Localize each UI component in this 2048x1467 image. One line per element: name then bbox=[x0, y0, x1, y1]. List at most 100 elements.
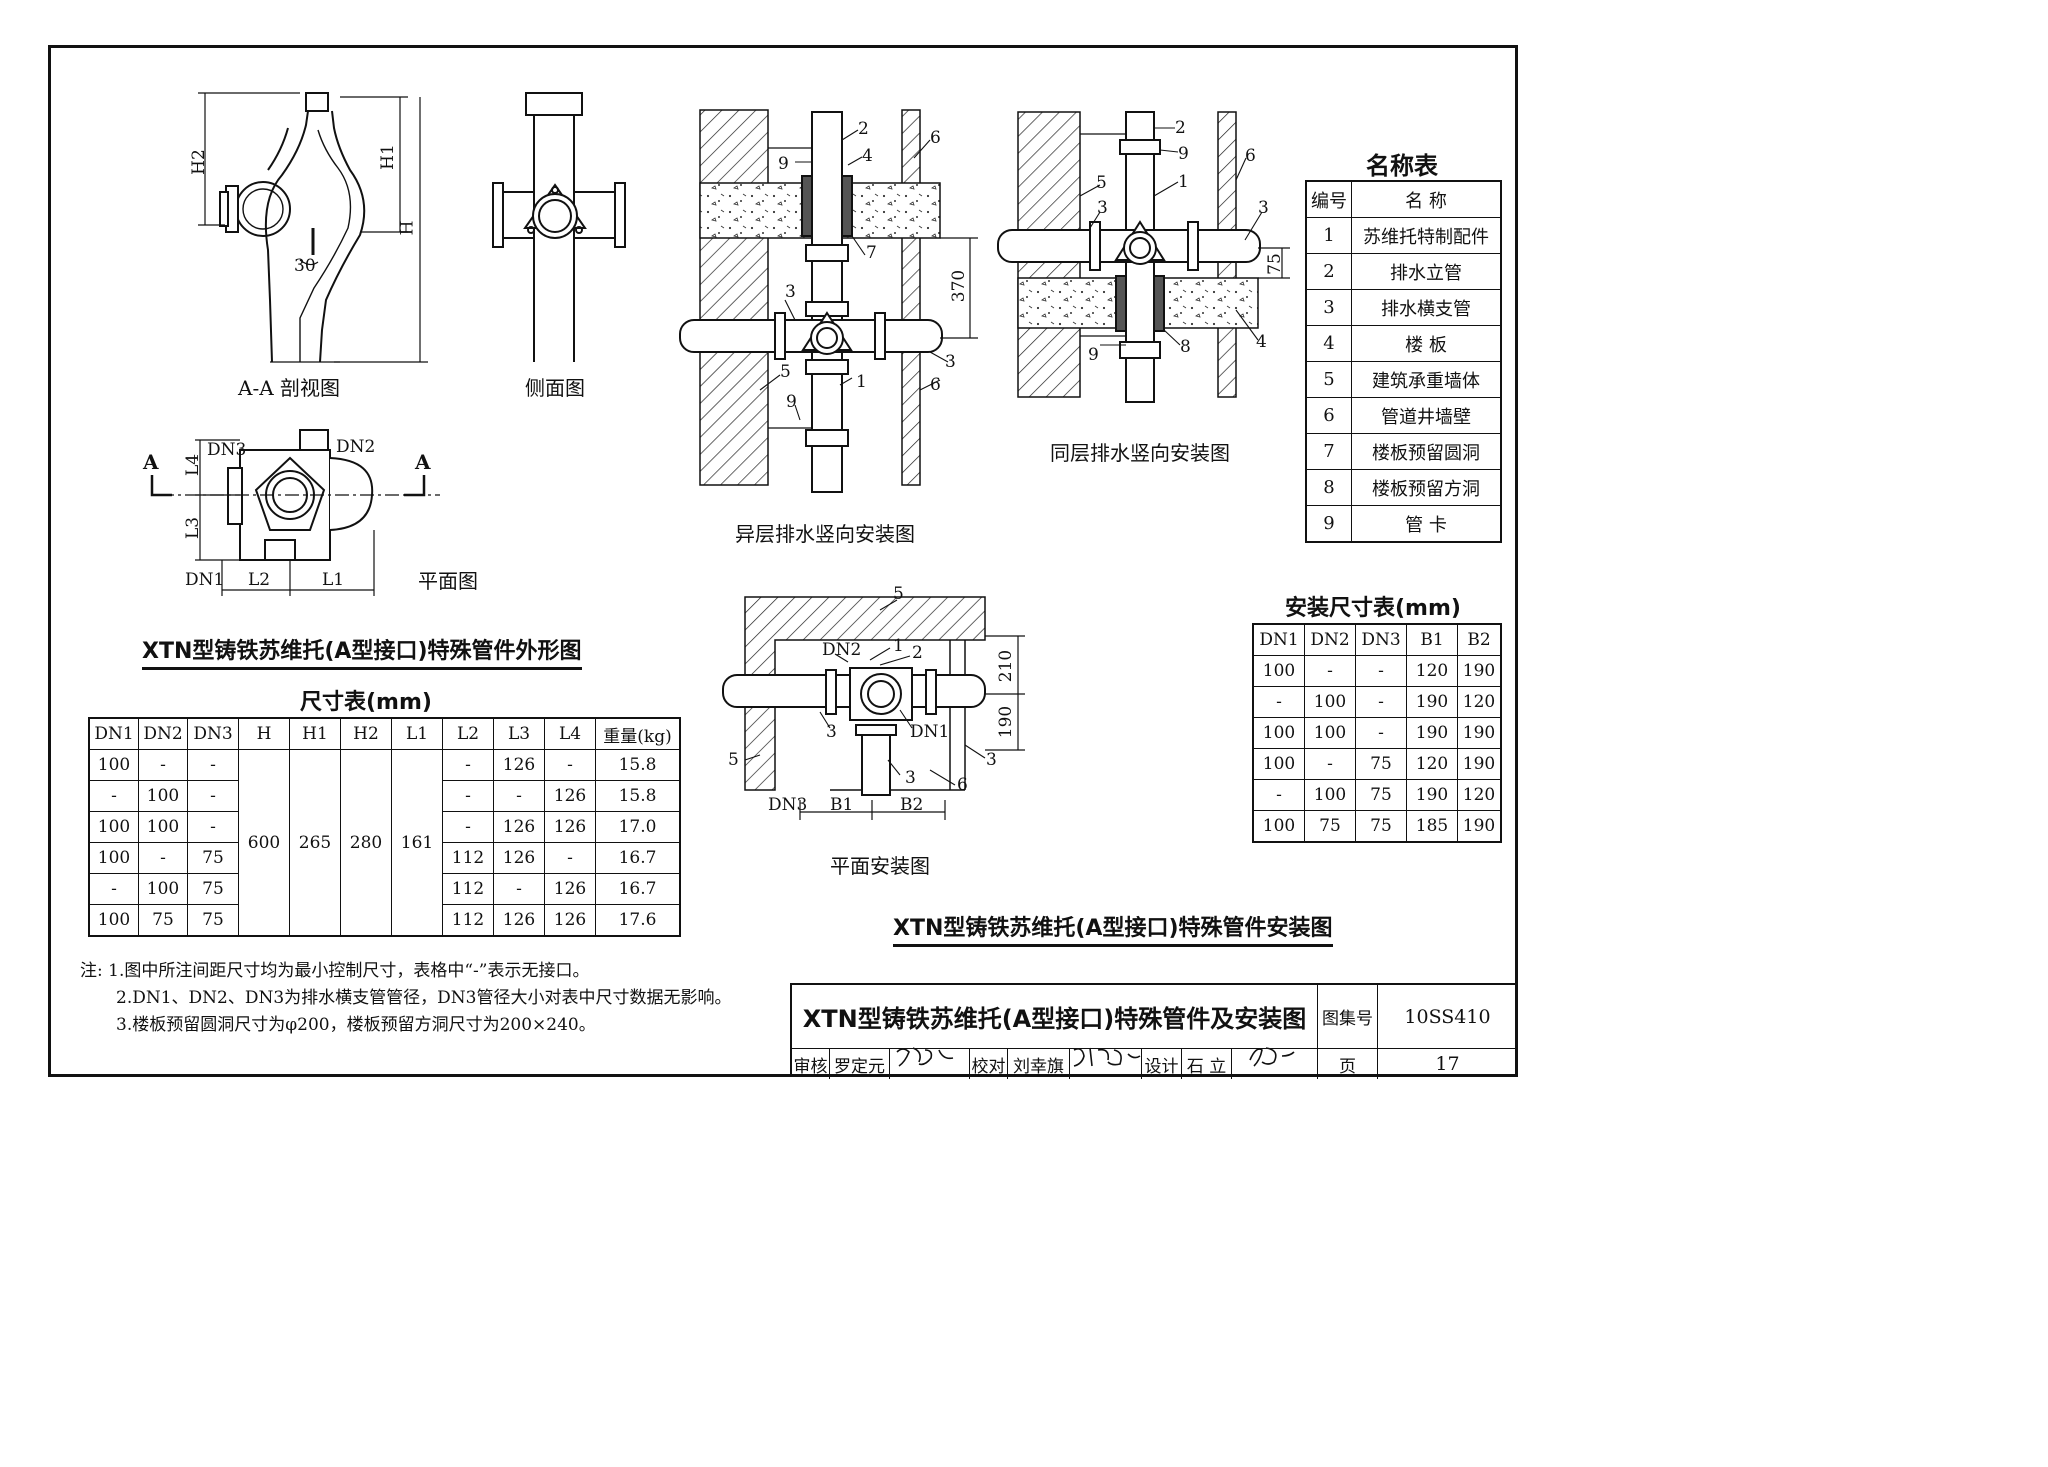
dim-H2: H2 bbox=[188, 149, 209, 175]
install-drawing-title: XTN型铸铁苏维托(A型接口)特殊管件安装图 bbox=[893, 910, 1333, 947]
cell: 190 bbox=[1406, 686, 1458, 718]
cell: 100 bbox=[138, 780, 188, 812]
dim-H: H bbox=[397, 220, 418, 236]
cell: 100 bbox=[1304, 779, 1356, 811]
signature-checker bbox=[1073, 1047, 1141, 1067]
cell: 管道井墙壁 bbox=[1351, 397, 1502, 434]
cell: - bbox=[544, 842, 596, 874]
title-block: XTN型铸铁苏维托(A型接口)特殊管件及安装图 图集号 10SS410 审核 罗… bbox=[790, 983, 1518, 1079]
cell: - bbox=[1355, 717, 1407, 749]
checker-name: 刘幸旗 bbox=[1008, 1049, 1070, 1079]
cell: - bbox=[1252, 779, 1305, 811]
cell: 6 bbox=[1305, 397, 1352, 434]
callout-5: 5 bbox=[780, 362, 791, 382]
cell: 75 bbox=[187, 873, 239, 905]
checker-signature-cell bbox=[1070, 1049, 1142, 1079]
cell: 190 bbox=[1457, 748, 1502, 780]
dim-DN2-plan: DN2 bbox=[336, 437, 376, 457]
cell-H: 600 bbox=[238, 749, 290, 937]
cell: 120 bbox=[1457, 779, 1502, 811]
callout-6: 6 bbox=[1245, 146, 1256, 166]
cell-L1: 161 bbox=[391, 749, 443, 937]
note-item: 3.楼板预留圆洞尺寸为φ200，楼板预留方洞尺寸为200×240。 bbox=[116, 1015, 596, 1035]
cell: 190 bbox=[1406, 779, 1458, 811]
cell: 100 bbox=[1304, 686, 1356, 718]
col-header: H bbox=[238, 717, 290, 750]
size-table-header: DN1 DN2 DN3 H H1 H2 L1 L2 L3 L4 重量(kg) bbox=[88, 717, 681, 750]
cell: 4 bbox=[1305, 325, 1352, 362]
callout-5: 5 bbox=[893, 584, 904, 604]
col-header: H2 bbox=[340, 717, 392, 750]
table-row: 100 - 75 112 126 - 16.7 bbox=[88, 842, 681, 874]
callout-9: 9 bbox=[1178, 144, 1189, 164]
signature-reviewer bbox=[896, 1047, 954, 1067]
cell: - bbox=[1304, 748, 1356, 780]
cell: 126 bbox=[493, 904, 545, 937]
page-label: 页 bbox=[1318, 1049, 1378, 1079]
cell: 126 bbox=[493, 749, 545, 781]
cell: 17.0 bbox=[595, 811, 681, 843]
side-view bbox=[492, 92, 626, 362]
table-row: 100 75 75 112 126 126 17.6 bbox=[88, 904, 681, 937]
cell-H1: 265 bbox=[289, 749, 341, 937]
cell: 120 bbox=[1406, 655, 1458, 687]
callout-7: 7 bbox=[866, 243, 877, 263]
cell: 190 bbox=[1457, 717, 1502, 749]
cell: 排水立管 bbox=[1351, 253, 1502, 290]
cell: 75 bbox=[187, 842, 239, 874]
same-floor-caption: 同层排水竖向安装图 bbox=[1050, 441, 1230, 465]
cell: 126 bbox=[544, 904, 596, 937]
cell: 100 bbox=[88, 842, 139, 874]
cell: 75 bbox=[1355, 810, 1407, 843]
plan-install-view bbox=[722, 596, 1025, 820]
drawing-frame bbox=[48, 45, 1518, 1077]
callout-6: 6 bbox=[930, 128, 941, 148]
table-row: 100 - - 600 265 280 161 - 126 - 15.8 bbox=[88, 749, 681, 937]
cell: - bbox=[1304, 655, 1356, 687]
reviewer-signature-cell bbox=[890, 1049, 970, 1079]
callout-5: 5 bbox=[728, 750, 739, 770]
callout-9: 9 bbox=[1088, 345, 1099, 365]
dim-L4: L4 bbox=[183, 453, 204, 477]
cell: 8 bbox=[1305, 469, 1352, 506]
cell: 75 bbox=[138, 904, 188, 937]
cell: 100 bbox=[138, 873, 188, 905]
dim-190: 190 bbox=[996, 705, 1017, 739]
section-mark-left: A bbox=[143, 450, 159, 474]
cell: - bbox=[493, 780, 545, 812]
install-table-header: DN1 DN2 DN3 B1 B2 bbox=[1252, 623, 1502, 656]
drawing-canvas bbox=[150, 92, 1295, 1067]
cell: - bbox=[442, 749, 494, 781]
col-header: DN2 bbox=[1304, 623, 1356, 656]
atlas-number: 10SS410 bbox=[1378, 985, 1517, 1049]
name-table-title: 名称表 bbox=[1366, 152, 1438, 180]
cell: 75 bbox=[1304, 810, 1356, 843]
col-header: B2 bbox=[1457, 623, 1502, 656]
note-item: 2.DN1、DN2、DN3为排水横支管管径，DN3管径大小对表中尺寸数据无影响。 bbox=[116, 988, 732, 1008]
col-header: 重量(kg) bbox=[595, 717, 681, 750]
callout-3: 3 bbox=[1258, 198, 1269, 218]
callout-3: 3 bbox=[905, 768, 916, 788]
cell: 16.7 bbox=[595, 873, 681, 905]
dim-L2: L2 bbox=[248, 570, 271, 590]
cell: 100 bbox=[1252, 810, 1305, 843]
review-label: 审核 bbox=[792, 1049, 830, 1079]
cell: - bbox=[544, 749, 596, 781]
name-table-header: 编号 名 称 bbox=[1305, 180, 1502, 218]
cell: 190 bbox=[1406, 717, 1458, 749]
callout-9: 9 bbox=[786, 392, 797, 412]
cell: 75 bbox=[1355, 779, 1407, 811]
cell: 17.6 bbox=[595, 904, 681, 937]
col-header: L3 bbox=[493, 717, 545, 750]
cell: 100 bbox=[138, 811, 188, 843]
col-header: 编号 bbox=[1305, 180, 1352, 218]
